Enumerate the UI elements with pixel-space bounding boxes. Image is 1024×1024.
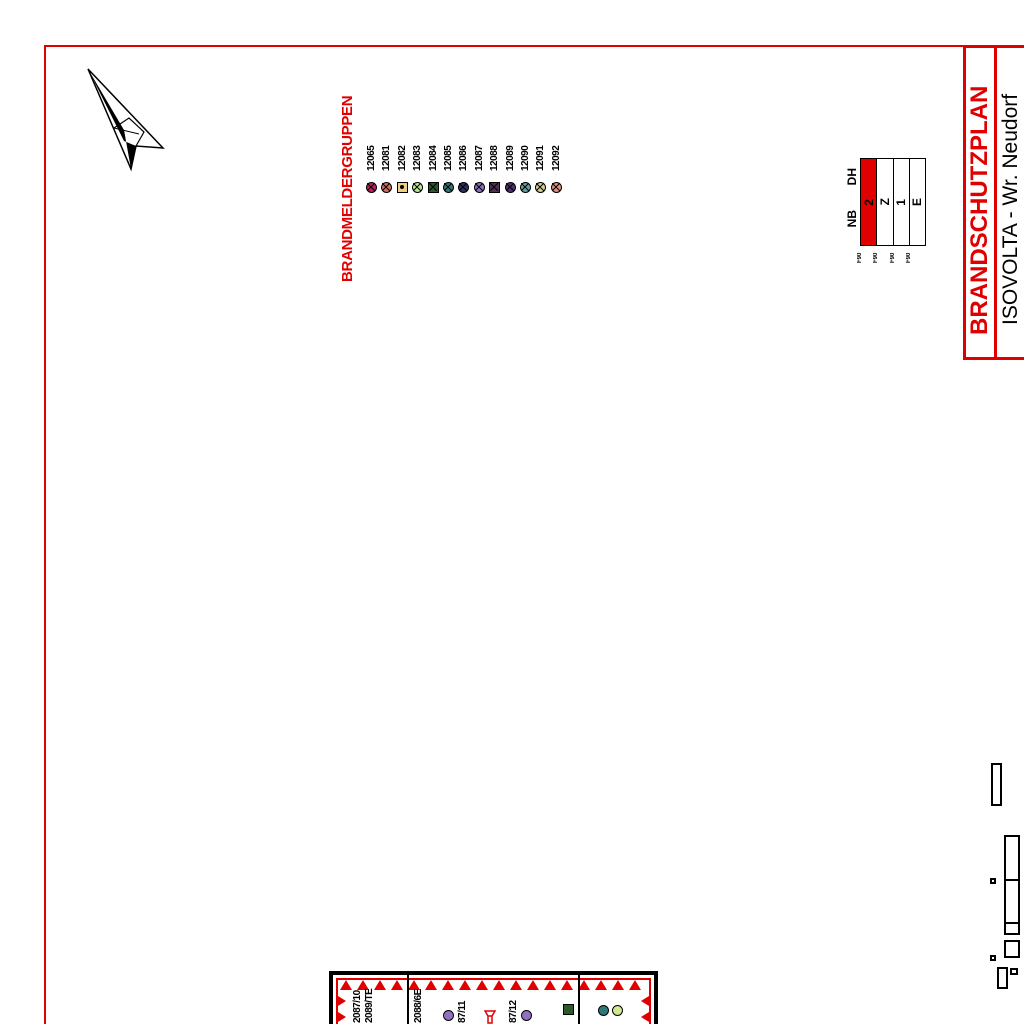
- floor-label-dh: DH: [845, 168, 859, 186]
- wall: [407, 975, 409, 1024]
- fire-wall-triangle: [338, 1012, 346, 1022]
- fire-rating: F90: [906, 252, 912, 263]
- legend-item-label: 12091: [535, 146, 547, 172]
- fire-wall-triangle: [641, 1012, 649, 1022]
- detector-circle-icon: [535, 182, 547, 193]
- floor-label: 1: [894, 198, 909, 206]
- detector-circle-icon: [381, 182, 393, 193]
- fire-wall-triangle: [595, 980, 607, 990]
- detector-circle-icon: [504, 182, 516, 193]
- detector-square-icon: [427, 182, 439, 193]
- building-outline: [1004, 835, 1020, 881]
- fire-wall-triangle: [544, 980, 556, 990]
- marker: [990, 878, 996, 884]
- smoke-detector-icon: [443, 1010, 454, 1021]
- fire-wall-triangle: [612, 980, 624, 990]
- detector-circle-icon: [366, 182, 377, 193]
- north-arrow-icon: [87, 68, 165, 172]
- floor-z[interactable]: Z: [877, 159, 894, 245]
- fire-wall-triangle: [357, 980, 369, 990]
- legend-item-label: 12065: [366, 146, 377, 172]
- legend-item-label: 12090: [520, 146, 531, 172]
- legend-title: BRANDMELDERGRUPPEN: [339, 95, 356, 282]
- fire-wall-triangle: [641, 996, 649, 1006]
- floor-e[interactable]: E: [910, 159, 925, 245]
- building-outline: [1010, 968, 1018, 975]
- alarm-horn-icon: [484, 1010, 496, 1024]
- detector-circle-icon: [458, 182, 470, 193]
- fire-wall-markers: [338, 980, 649, 1022]
- room-label: 87/11: [457, 1001, 468, 1023]
- detector-square-icon: [563, 1004, 574, 1015]
- detector-circle-icon: [473, 182, 485, 193]
- fire-wall-triangle: [425, 980, 437, 990]
- building-outline: [997, 967, 1008, 989]
- fire-wall-triangle: [391, 980, 403, 990]
- floor-label: E: [910, 197, 925, 206]
- smoke-detector-icon: [612, 1005, 623, 1016]
- room-label: 2089/TE: [364, 988, 375, 1023]
- floor-selector: 2 Z 1 E: [860, 158, 926, 246]
- fire-wall-triangle: [459, 980, 471, 990]
- legend-item-label: 12081: [381, 146, 393, 172]
- room-label: 2088/6E: [413, 989, 424, 1023]
- fire-rating: F90: [857, 252, 863, 263]
- floor-label-nb: NB: [845, 210, 859, 228]
- fire-wall-triangle: [442, 980, 454, 990]
- detector-circle-icon: [412, 182, 424, 193]
- legend-item-label: 12084: [427, 146, 439, 172]
- fire-wall-triangle: [561, 980, 573, 990]
- floor-2[interactable]: 2: [861, 159, 878, 245]
- fire-rating: F90: [873, 252, 879, 263]
- fire-wall-triangle: [476, 980, 488, 990]
- smoke-detector-icon: [521, 1010, 532, 1021]
- marker: [990, 955, 996, 961]
- legend-item-label: 12092: [550, 146, 562, 172]
- fire-wall-triangle: [578, 980, 590, 990]
- detector-circle-icon: [520, 182, 531, 193]
- drawing-border: [44, 45, 1024, 1024]
- detector-circle-icon: [550, 182, 562, 193]
- legend-item-label: 12089: [504, 146, 516, 172]
- room-label: 2087/10: [352, 990, 363, 1023]
- fire-wall-triangle: [338, 996, 346, 1006]
- building-outline: [991, 763, 1002, 806]
- fire-wall-triangle: [493, 980, 505, 990]
- legend-item-label: 12082: [396, 146, 408, 172]
- wall: [578, 975, 580, 1024]
- fire-wall-triangle: [510, 980, 522, 990]
- title-block-divider: [994, 45, 997, 360]
- building-outline: [1004, 879, 1020, 924]
- plan-title: BRANDSCHUTZPLAN: [966, 85, 993, 335]
- legend-item-label: 12085: [443, 146, 454, 172]
- building-outline: [1004, 922, 1020, 935]
- legend-item-label: 12088: [489, 146, 501, 172]
- legend-item-label: 12083: [412, 146, 424, 172]
- fire-compartment-boundary: [336, 978, 651, 1024]
- fire-wall-triangle: [408, 980, 420, 990]
- floor-1[interactable]: 1: [894, 159, 910, 245]
- floor-label: Z: [877, 198, 892, 206]
- detector-square-dot-icon: [396, 182, 408, 193]
- building-plan: [329, 971, 658, 1024]
- legend-item-label: 12086: [458, 146, 470, 172]
- detector-square-icon: [489, 182, 501, 193]
- building-outline: [1004, 940, 1020, 958]
- fire-wall-triangle: [340, 980, 352, 990]
- fire-rating: F90: [890, 252, 896, 263]
- smoke-detector-icon: [598, 1005, 609, 1016]
- fire-wall-triangle: [374, 980, 386, 990]
- legend-item-label: 12087: [473, 146, 485, 172]
- fire-wall-triangle: [629, 980, 641, 990]
- detector-circle-icon: [443, 182, 454, 193]
- fire-wall-triangle: [527, 980, 539, 990]
- title-block: [963, 45, 1024, 360]
- room-label: 87/12: [508, 1000, 519, 1023]
- floor-label: 2: [861, 198, 876, 206]
- plan-subtitle: ISOVOLTA - Wr. Neudorf: [999, 93, 1022, 325]
